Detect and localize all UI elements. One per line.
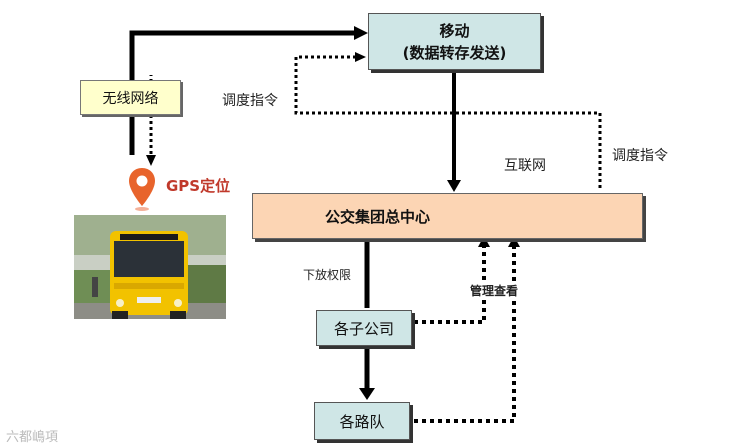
wireless-label: 无线网络	[102, 90, 159, 107]
location-pin-icon	[129, 168, 155, 211]
dispatch-dotted-line	[294, 55, 602, 188]
team-manage-dotted-line	[414, 245, 516, 423]
bus-center-label: 公交集团总中心	[325, 207, 431, 226]
delegate-label: 下放权限	[303, 268, 352, 282]
branch-to-team-arrowhead	[359, 388, 375, 400]
mobile-to-center-arrowhead	[447, 180, 461, 192]
route-team-label: 各路队	[339, 412, 385, 431]
branch-manage-dotted-line	[414, 245, 486, 324]
mobile-title: 移动	[439, 21, 470, 40]
bus-center-node: 公交集团总中心	[252, 193, 643, 239]
gps-label: GPS定位	[166, 177, 231, 195]
branch-label: 各子公司	[333, 319, 394, 338]
internet-label: 互联网	[504, 158, 546, 174]
wireless-to-mobile-arrowhead	[354, 26, 368, 40]
watermark: 六都嶋項	[6, 426, 58, 445]
dispatch-label-left: 调度指令	[222, 93, 278, 109]
bus-photo	[74, 215, 226, 319]
branch-node: 各子公司	[316, 310, 412, 346]
mobile-node: 移动 (数据转存发送)	[368, 13, 541, 70]
mobile-subtitle: (数据转存发送)	[402, 43, 507, 62]
team-manage-arrowhead	[508, 236, 520, 247]
watermark-text: 六都嶋項	[6, 430, 59, 445]
manage-view-label: 管理查看	[470, 282, 519, 299]
dispatch-dotted-arrowhead	[355, 52, 366, 62]
down-dotted-arrowhead	[146, 155, 156, 166]
wireless-node: 无线网络	[80, 80, 181, 115]
dispatch-label-right: 调度指令	[612, 148, 668, 164]
route-team-node: 各路队	[314, 402, 410, 440]
branch-manage-arrowhead	[478, 236, 490, 247]
